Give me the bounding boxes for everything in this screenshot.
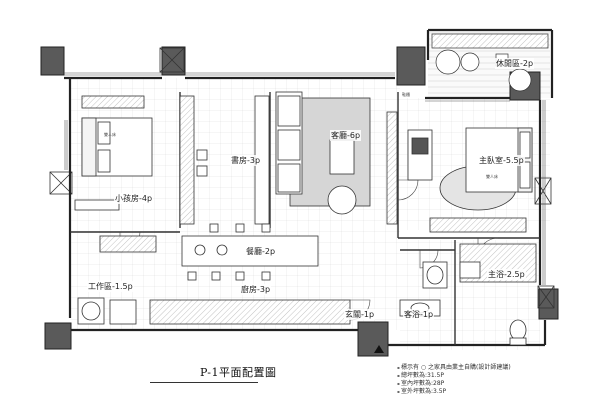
living-furniture xyxy=(275,91,398,225)
kids-room-furniture xyxy=(74,95,153,211)
windows xyxy=(64,72,546,285)
room-label-kitchen: 廚房-3p xyxy=(240,284,272,295)
shaft-markers xyxy=(49,47,555,309)
note-furniture: 標示有 ○ 之家具由業主自購(設計師建議) xyxy=(397,364,511,372)
room-label-guest-bath: 客浴-1p xyxy=(403,309,435,320)
note-outdoor-area: 室外坪數為:3.5P xyxy=(397,388,511,396)
entrance-arrow xyxy=(374,345,384,353)
room-label-study: 書房-3p xyxy=(230,155,262,166)
room-label-master: 主臥室-5.5p xyxy=(478,155,525,166)
room-label-living: 客廳-6p xyxy=(330,130,362,141)
bed-tag-kids: 雙人床 xyxy=(104,132,116,137)
plan-notes: 標示有 ○ 之家具由業主自購(設計師建議) 總坪數為:31.5P 室內坪數為:2… xyxy=(397,364,511,396)
title-underline xyxy=(150,382,258,383)
study-furniture xyxy=(179,95,270,225)
leisure-furniture xyxy=(431,33,549,92)
room-label-shoe-cabinet: 鞋櫃 xyxy=(402,92,410,97)
room-label-dining: 餐廳-2p xyxy=(245,246,277,257)
exterior-walls xyxy=(64,28,554,347)
work-area-furniture xyxy=(77,297,137,325)
room-label-master-bath: 主浴-2.5p xyxy=(487,269,526,280)
note-total-area: 總坪數為:31.5P xyxy=(397,372,511,380)
room-label-kids: 小孩房-4p xyxy=(114,193,154,204)
bed-tag-master: 雙人床 xyxy=(486,174,498,179)
room-label-work-area: 工作區-1.5p xyxy=(87,281,134,292)
drawing-title: P-1平面配置圖 xyxy=(200,366,277,379)
room-label-leisure: 休閒區-2p xyxy=(495,58,535,69)
room-label-entrance: 玄關-1p xyxy=(344,309,376,320)
note-indoor-area: 室內坪數為:28P xyxy=(397,380,511,388)
